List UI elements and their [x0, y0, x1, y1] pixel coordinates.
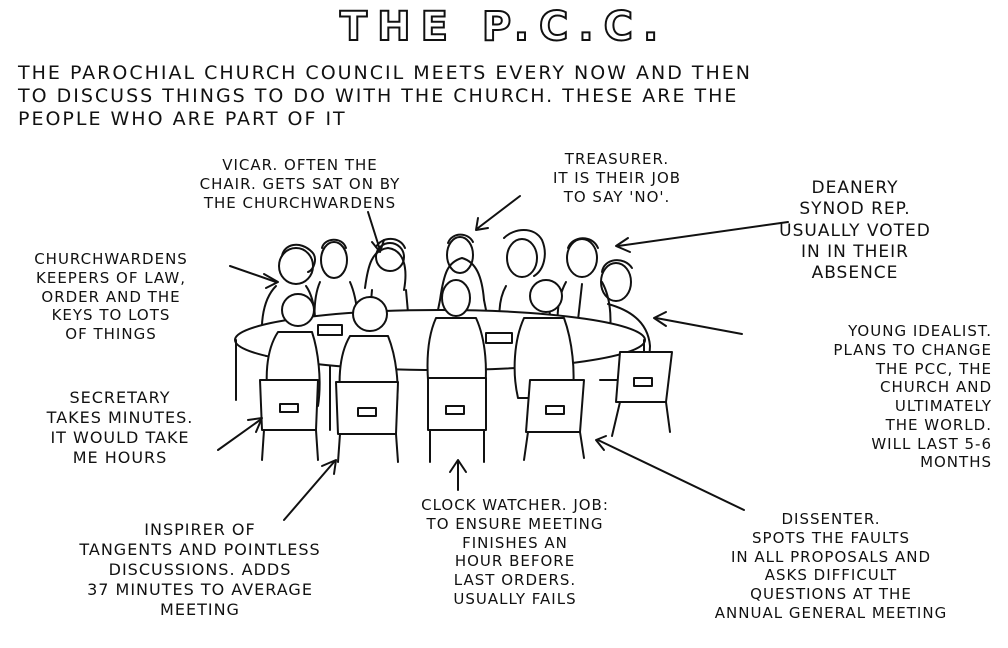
secretary-figure: [259, 293, 321, 461]
deanery-arrow: [617, 221, 789, 247]
inspirer-arrow: [283, 461, 335, 521]
dissenter-arrow: [597, 439, 745, 511]
clock-watcher-label: CLOCK WATCHER. JOB: TO ENSURE MEETING FI…: [421, 496, 609, 608]
churchwardens-arrow: [229, 265, 277, 283]
dissenter-arrowhead: [595, 435, 607, 451]
secretary-arrowhead: [247, 417, 263, 433]
inspirer-figure: [335, 296, 399, 463]
vicar-arrowhead: [371, 239, 385, 253]
deanery-rep-label: DEANERY SYNOD REP. USUALLY VOTED IN IN T…: [779, 178, 931, 283]
clock-watcher-arrowhead: [449, 459, 467, 473]
vicar-label: VICAR. OFTEN THE CHAIR. GETS SAT ON BY T…: [199, 156, 401, 212]
treasurer-arrowhead: [475, 217, 489, 231]
young-idealist-arrow: [655, 317, 743, 335]
dissenter-figure: [513, 279, 585, 461]
young-idealist-label: YOUNG IDEALIST. PLANS TO CHANGE THE PCC,…: [833, 322, 992, 472]
deanery-arrowhead: [615, 237, 631, 253]
dissenter-label: DISSENTER. SPOTS THE FAULTS IN ALL PROPO…: [714, 510, 948, 622]
treasurer-label: TREASURER. IT IS THEIR JOB TO SAY 'NO'.: [552, 150, 682, 206]
inspirer-label: INSPIRER OF TANGENTS AND POINTLESS DISCU…: [79, 520, 321, 619]
young-idealist-arrowhead: [653, 311, 667, 327]
young-idealist-figure: [599, 259, 651, 381]
treasurer-arrow: [477, 195, 521, 229]
clock-watcher-figure: [426, 279, 487, 463]
inspirer-arrowhead: [321, 459, 337, 475]
page-title: THE P.C.C.: [339, 3, 669, 51]
churchwardens-arrowhead: [263, 273, 279, 289]
secretary-arrow: [217, 419, 261, 451]
intro-text: THE PAROCHIAL CHURCH COUNCIL MEETS EVERY…: [18, 62, 752, 131]
secretary-label: SECRETARY TAKES MINUTES. IT WOULD TAKE M…: [46, 388, 194, 467]
vicar-arrow: [367, 211, 381, 251]
idealist-chair: [611, 351, 673, 437]
churchwardens-label: CHURCHWARDENS KEEPERS OF LAW, ORDER AND …: [34, 250, 188, 343]
